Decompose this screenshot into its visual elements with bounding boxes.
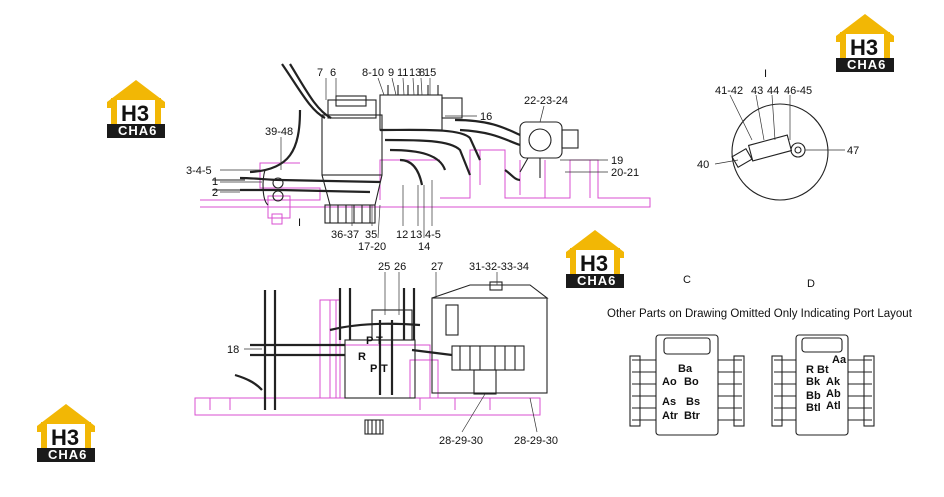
detail-I-title: I — [764, 68, 767, 80]
top-view-labels: 7 6 8-10 9 11 13 8 15 16 22-23-24 39-48 … — [186, 67, 639, 253]
logo-center: H3 CHA6 — [566, 230, 624, 288]
view-D: D Aa R Bt Bk Ak Bb Ab Btl Atl — [771, 278, 875, 436]
label-8: 8 — [419, 67, 425, 79]
label-46-45: 46-45 — [784, 85, 812, 97]
label-20-21: 20-21 — [611, 167, 639, 179]
port-layout-note: Other Parts on Drawing Omitted Only Indi… — [607, 308, 913, 320]
svg-text:H3: H3 — [580, 251, 608, 276]
port-Btl: Btl — [806, 402, 821, 414]
label-9: 9 — [388, 67, 394, 79]
bottom-view-leaders — [244, 272, 538, 433]
bottom-view-drawing — [194, 281, 549, 435]
label-25: 25 — [378, 261, 390, 273]
port-Bo: Bo — [684, 376, 699, 388]
bottom-view-labels: 25 26 27 31-32-33-34 18 28-29-30 28-29-3… — [227, 261, 558, 447]
port-R-D: R — [806, 364, 814, 376]
port-Ao: Ao — [662, 376, 677, 388]
label-14: 14 — [418, 241, 430, 253]
label-3-4-5: 3-4-5 — [186, 165, 212, 177]
label-27: 27 — [431, 261, 443, 273]
port-T-upper: T — [376, 335, 383, 347]
label-19: 19 — [611, 155, 623, 167]
view-C-title: C — [683, 274, 691, 286]
label-44: 44 — [767, 85, 779, 97]
label-11: 11 — [397, 67, 408, 79]
label-41-42: 41-42 — [715, 85, 743, 97]
label-36-37: 36-37 — [331, 229, 359, 241]
logo-left-top: H3 CHA6 — [107, 80, 165, 138]
label-1: 1 — [212, 176, 218, 188]
port-Bb: Bb — [806, 390, 821, 402]
port-Bt: Bt — [817, 364, 829, 376]
label-12: 12 — [396, 229, 408, 241]
label-17-20: 17-20 — [358, 241, 386, 253]
label-47: 47 — [847, 145, 859, 157]
label-22-23-24: 22-23-24 — [524, 95, 568, 107]
port-Ba: Ba — [678, 363, 693, 375]
label-28-29-30-a: 28-29-30 — [439, 435, 483, 447]
section-mark-I: I — [298, 217, 301, 229]
label-2: 2 — [212, 187, 218, 199]
label-28-29-30-b: 28-29-30 — [514, 435, 558, 447]
label-31-32-33-34: 31-32-33-34 — [469, 261, 529, 273]
port-Ab: Ab — [826, 388, 841, 400]
top-view-drawing — [200, 63, 651, 225]
svg-text:H3: H3 — [850, 35, 878, 60]
label-18: 18 — [227, 344, 239, 356]
svg-text:CHA6: CHA6 — [48, 447, 87, 462]
label-13b: 13 — [410, 229, 422, 241]
label-7: 7 — [317, 67, 323, 79]
label-40: 40 — [697, 159, 709, 171]
svg-text:H3: H3 — [51, 425, 79, 450]
port-T-lower: T — [381, 363, 388, 375]
svg-text:CHA6: CHA6 — [118, 123, 157, 138]
label-43: 43 — [751, 85, 763, 97]
view-D-title: D — [807, 278, 815, 290]
label-16: 16 — [480, 111, 492, 123]
view-C: C Ba Ao Bo As Bs Atr Btr — [629, 274, 745, 436]
port-Ak: Ak — [826, 376, 841, 388]
label-6: 6 — [330, 67, 336, 79]
port-R: R — [358, 351, 366, 363]
port-As: As — [662, 396, 676, 408]
label-15: 15 — [424, 67, 436, 79]
port-Aa: Aa — [832, 354, 847, 366]
detail-I: I 41-42 43 44 46-45 40 47 — [697, 68, 859, 201]
label-4-5: 4-5 — [425, 229, 441, 241]
port-Bs: Bs — [686, 396, 700, 408]
port-Atr: Atr — [662, 410, 679, 422]
label-8-10: 8-10 — [362, 67, 384, 79]
port-Bk: Bk — [806, 376, 821, 388]
port-Atl: Atl — [826, 400, 841, 412]
logo-left-bottom: H3 CHA6 — [37, 404, 95, 462]
port-Btr: Btr — [684, 410, 701, 422]
port-P-lower: P — [370, 363, 377, 375]
top-view-leaders — [220, 77, 608, 239]
label-26: 26 — [394, 261, 406, 273]
port-P-upper: P — [366, 335, 373, 347]
logo-top-right: H3 CHA6 — [836, 14, 894, 72]
label-39-48: 39-48 — [265, 126, 293, 138]
label-35: 35 — [365, 229, 377, 241]
svg-text:CHA6: CHA6 — [577, 273, 616, 288]
svg-text:CHA6: CHA6 — [847, 57, 886, 72]
label-13: 13 — [409, 67, 421, 79]
svg-text:H3: H3 — [121, 101, 149, 126]
